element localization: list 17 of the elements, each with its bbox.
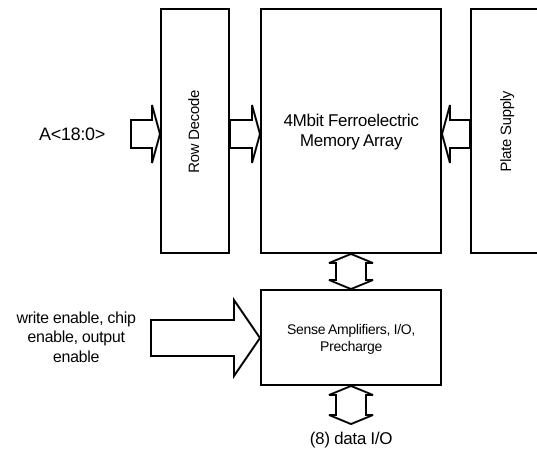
block-label: write enable, chip enable, output enable xyxy=(15,309,137,367)
block-label: Row Decode xyxy=(186,90,204,172)
block-arrow xyxy=(328,252,374,290)
block-arrow xyxy=(440,104,471,164)
block xyxy=(260,8,442,254)
block-arrow xyxy=(150,296,262,380)
block-arrow xyxy=(130,104,162,164)
block xyxy=(470,8,537,254)
block xyxy=(260,289,442,386)
block-label: Plate Supply xyxy=(498,90,516,172)
block-label: (8) data I/O xyxy=(310,428,392,450)
block-label: 4Mbit Ferroelectric Memory Array xyxy=(282,110,420,152)
block-label: Sense Amplifiers, I/O, Precharge xyxy=(286,320,416,354)
block-label: A<18:0> xyxy=(39,124,105,146)
block-arrow xyxy=(229,104,262,164)
block xyxy=(160,8,230,254)
block-arrow xyxy=(328,384,374,426)
